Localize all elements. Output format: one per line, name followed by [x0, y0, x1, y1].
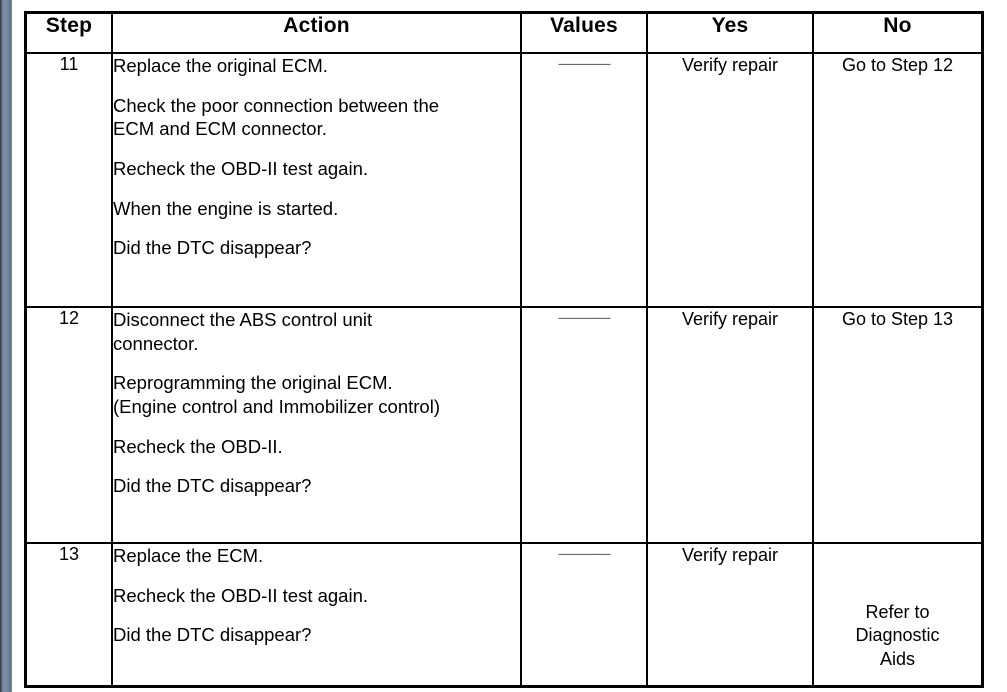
- values-cell: ———: [520, 306, 648, 544]
- action-line: When the engine is started.: [113, 197, 339, 219]
- table-row: 13 Replace the ECM. Recheck the OBD-II t…: [25, 542, 983, 687]
- action-line: Reprogramming the original ECM. (Engine …: [113, 372, 440, 418]
- action-line: Disconnect the ABS control unit connecto…: [113, 309, 373, 354]
- step-number: 11: [25, 52, 113, 308]
- action-line: Replace the ECM.: [113, 545, 264, 566]
- values-cell: ———: [520, 52, 648, 308]
- action-line: Recheck the OBD-II test again.: [113, 158, 369, 180]
- action-cell: Replace the ECM. Recheck the OBD-II test…: [111, 542, 522, 687]
- action-line: Recheck the OBD-II test again.: [113, 584, 369, 606]
- yes-result: Verify repair: [646, 52, 814, 308]
- action-line: Did the DTC disappear?: [113, 624, 312, 646]
- table-header-row: Step Action Values Yes No: [25, 12, 983, 54]
- yes-result: Verify repair: [646, 306, 814, 544]
- no-result: Go to Step 13: [812, 306, 983, 544]
- action-line: Did the DTC disappear?: [113, 237, 312, 259]
- column-header-yes: Yes: [646, 12, 814, 54]
- diagnostic-steps-table: Step Action Values Yes No 11 Replace the…: [24, 11, 984, 688]
- diagnostic-table-container: Step Action Values Yes No 11 Replace the…: [24, 11, 984, 688]
- table-row: 12 Disconnect the ABS control unit conne…: [25, 306, 983, 544]
- step-number: 13: [25, 542, 113, 687]
- no-result: Refer to Diagnostic Aids: [812, 542, 983, 687]
- empty-value-dash: ———: [558, 308, 611, 326]
- empty-value-dash: ———: [558, 544, 611, 562]
- table-row: 11 Replace the original ECM. Check the p…: [25, 52, 983, 308]
- column-header-values: Values: [520, 12, 648, 54]
- column-header-no: No: [812, 12, 983, 54]
- column-header-step: Step: [25, 12, 113, 54]
- page-gutter-bar: [0, 0, 12, 692]
- action-line: Check the poor connection between the EC…: [113, 94, 440, 140]
- action-line: Did the DTC disappear?: [113, 475, 312, 497]
- yes-result: Verify repair: [646, 542, 814, 687]
- action-line: Recheck the OBD-II.: [113, 435, 283, 457]
- empty-value-dash: ———: [558, 54, 611, 72]
- action-cell: Disconnect the ABS control unit connecto…: [111, 306, 522, 544]
- action-cell: Replace the original ECM. Check the poor…: [111, 52, 522, 308]
- values-cell: ———: [520, 542, 648, 687]
- action-line: Replace the original ECM.: [113, 55, 328, 76]
- step-number: 12: [25, 306, 113, 544]
- column-header-action: Action: [111, 12, 522, 54]
- no-result: Go to Step 12: [812, 52, 983, 308]
